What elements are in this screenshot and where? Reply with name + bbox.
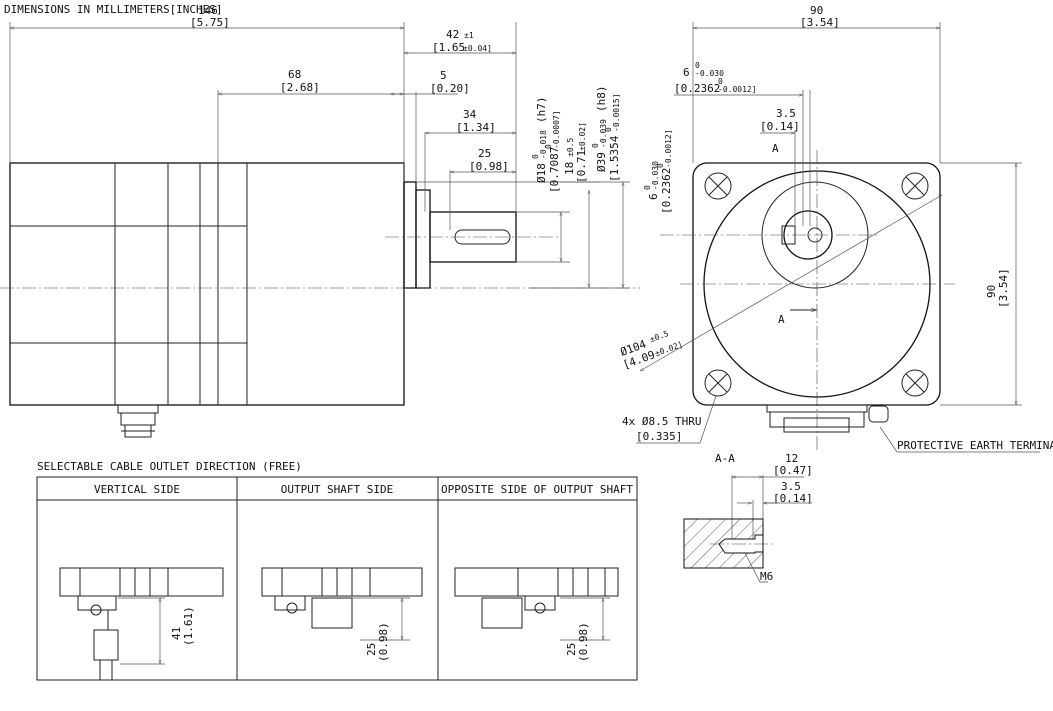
dim-25-in: [0.98] — [469, 160, 509, 173]
dim-d39-in-tol-low: -0.0015] — [612, 93, 621, 132]
section-mark-bottom: A — [778, 313, 785, 326]
output-shaft-side-sketch: 25(0.98) — [261, 567, 423, 662]
dim-d18-in-tol-low: -0.0007] — [552, 110, 561, 149]
dim-34: 34 — [463, 108, 477, 121]
cable-outlet-title: SELECTABLE CABLE OUTLET DIRECTION (FREE) — [37, 460, 302, 473]
section-mark-top: A — [772, 142, 779, 155]
dim-key-6-tol-low: -0.030 — [651, 161, 660, 190]
dim-d39-in: [1.5354 — [608, 135, 621, 182]
dim-key-6-in-tol-low: -0.0012] — [664, 129, 673, 168]
dim-18-in-tol: ±0.02] — [578, 122, 587, 151]
dim-key-6-in: [0.2362 — [660, 168, 673, 214]
front-dim-90-in: [3.54] — [800, 16, 840, 29]
earth-terminal-label: PROTECTIVE EARTH TERMINAL M4 — [897, 439, 1053, 452]
output-dim-in: (0.98) — [377, 622, 390, 662]
col-output-shaft-side: OUTPUT SHAFT SIDE — [281, 483, 394, 496]
dim-34-in: [1.34] — [456, 121, 496, 134]
front-dim-90-right-in: [3.54] — [997, 268, 1010, 308]
dim-5-in: [0.20] — [430, 82, 470, 95]
dim-d39: Ø39 0 -0.039 (h8) [1.5354 0 -0.0015] — [591, 86, 621, 183]
section-dim-3-5: 3.5 — [781, 480, 801, 493]
section-dim-3-5-in: [0.14] — [773, 492, 813, 505]
section-title: A-A — [715, 452, 735, 465]
dim-d39-tol-low: -0.039 — [599, 119, 608, 148]
dim-5: 5 — [440, 69, 447, 82]
front-dim-90-right-mm: 90 — [985, 285, 998, 298]
side-dimensions: 146 [5.75] 68 [2.68] 42 ±1 [1.65 ±0.04] … — [10, 4, 673, 288]
dim-18-mm: 18 — [563, 162, 576, 175]
dim-d18-tol-up: 0 — [531, 154, 540, 159]
dim-key-6-mm: 6 — [647, 193, 660, 200]
dim-42-in: [1.65 — [432, 41, 465, 54]
drawing-title: DIMENSIONS IN MILLIMETERS[INCHES] — [4, 3, 223, 16]
connector-front — [766, 404, 889, 433]
connector-side — [117, 404, 159, 438]
dim-d18-tol-low: -0.018 — [539, 130, 548, 159]
dim-18: 18 ±0.5 [0.71 ±0.02] — [563, 122, 588, 183]
front-dim-6-tol-low: -0.030 — [695, 69, 724, 78]
dim-18-in: [0.71 — [575, 150, 588, 183]
front-dim-d104-in-tol: ±0.02] — [654, 340, 684, 358]
thread-label: M6 — [760, 570, 773, 583]
output-dim-mm: 25 — [365, 643, 378, 656]
dim-d18-in-tol-up: 0 — [544, 144, 553, 149]
opposite-dim-in: (0.98) — [577, 622, 590, 662]
side-view-motor — [0, 162, 640, 438]
front-dim-90-right: 90 [3.54] — [985, 268, 1010, 308]
dim-42: 42 — [446, 28, 459, 41]
holes-note-in: [0.335] — [636, 430, 682, 443]
dim-d18: Ø18 0 -0.018 (h7) [0.7087 0 -0.0007] — [531, 97, 561, 194]
dim-68: 68 — [288, 68, 301, 81]
vertical-dim-in: (1.61) — [182, 606, 195, 646]
dim-42-in-tol: ±0.04] — [463, 44, 492, 53]
front-dim-6-tol-up: 0 — [695, 61, 700, 70]
front-dim-90: 90 — [810, 4, 823, 17]
section-a-a: A-A 12 [0.47] 3.5 [0.14] M6 — [683, 452, 813, 583]
dim-key-6-in-tol-up: 0 — [656, 163, 665, 168]
cable-outlet-table: SELECTABLE CABLE OUTLET DIRECTION (FREE)… — [36, 460, 638, 681]
dim-d18-in: [0.7087 — [548, 147, 561, 193]
front-dim-3-5-in: [0.14] — [760, 120, 800, 133]
section-dim-12-in: [0.47] — [773, 464, 813, 477]
vertical-dim-mm: 41 — [170, 627, 183, 640]
dim-d39-in-tol-up: 0 — [604, 127, 613, 132]
dim-key-6: 6 0 -0.030 [0.2362 0 -0.0012] — [643, 129, 673, 214]
dim-25: 25 — [478, 147, 491, 160]
front-dim-3-5: 3.5 — [776, 107, 796, 120]
dim-42-tol: ±1 — [464, 31, 474, 40]
dim-68-in: [2.68] — [280, 81, 320, 94]
dim-d39-mm: Ø39 — [595, 152, 608, 172]
opposite-dim-mm: 25 — [565, 643, 578, 656]
col-vertical-side: VERTICAL SIDE — [94, 483, 180, 496]
front-dim-6-in: [0.2362 — [674, 82, 720, 95]
front-view-motor: 90 [3.54] 6 0 -0.030 [0.2362 0 -0.0012] … — [619, 4, 1053, 453]
dim-d39-tol-up: 0 — [591, 143, 600, 148]
section-dim-12: 12 — [785, 452, 798, 465]
dim-d18-mm: Ø18 — [535, 163, 548, 183]
front-dim-6-in-tol-low: -0.0012] — [718, 85, 757, 94]
dim-18-tol: ±0.5 — [566, 138, 575, 157]
col-opposite-side: OPPOSITE SIDE OF OUTPUT SHAFT — [441, 483, 633, 496]
dim-d18-fit: (h7) — [535, 97, 548, 124]
front-dim-d104-tol: ±0.5 — [649, 329, 670, 344]
opposite-side-sketch: 25(0.98) — [454, 567, 619, 662]
dim-key-6-tol-up: 0 — [643, 185, 652, 190]
vertical-side-sketch: 41(1.61) — [59, 567, 224, 680]
dim-146-in: [5.75] — [190, 16, 230, 29]
front-dim-6: 6 — [683, 66, 690, 79]
front-dim-6-in-tol-up: 0 — [718, 77, 723, 86]
holes-note: 4x Ø8.5 THRU — [622, 415, 701, 428]
dim-d39-fit: (h8) — [595, 86, 608, 113]
dim-146: 146 — [198, 4, 218, 17]
